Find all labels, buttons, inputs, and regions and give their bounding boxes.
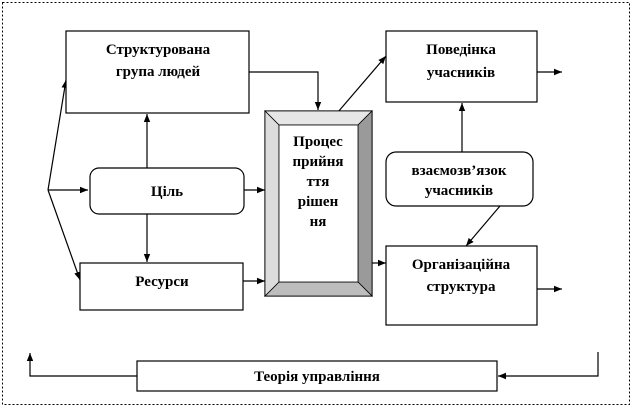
arrow-theory-to-left (26, 353, 137, 377)
behavior-box (385, 30, 538, 103)
connectors (26, 55, 599, 380)
goal-box (89, 167, 245, 215)
resources-label: Ресурси (135, 274, 189, 290)
interaction-label-line2: учасників (425, 183, 493, 199)
arrow-process-to-behavior (337, 55, 387, 113)
arrow-feedback-into-theory (498, 352, 599, 380)
theory-box (136, 360, 498, 392)
process-label-line2: прийня (292, 154, 343, 170)
group-box (65, 30, 250, 114)
resources-box (79, 262, 244, 311)
arrow-interaction-to-structure (465, 205, 501, 247)
structure-label-line1: Організаційна (412, 257, 511, 273)
structure-box (385, 245, 538, 326)
process-label-line1: Процес (293, 134, 343, 150)
theory-label: Теорія управління (254, 369, 380, 385)
behavior-label-line2: учасників (427, 65, 495, 81)
arrow-hub-to-group (47, 79, 68, 191)
process-label-line5: ня (310, 214, 327, 230)
process-box (264, 110, 373, 297)
goal-label: Ціль (151, 184, 183, 200)
arrow-hub-to-resources (47, 189, 81, 281)
interaction-label-line1: взаємозв’язок (412, 163, 507, 179)
process-label-line4: рішен (298, 194, 339, 210)
process-label-line3: ття (307, 174, 330, 190)
arrow-group-to-process (249, 71, 322, 110)
outer-frame (2, 2, 630, 405)
interaction-box (385, 151, 534, 207)
group-label-line2: група людей (116, 64, 201, 80)
behavior-label-line1: Поведінка (426, 42, 496, 58)
structure-label-line2: структура (426, 279, 496, 295)
group-label-line1: Структурована (106, 42, 211, 58)
